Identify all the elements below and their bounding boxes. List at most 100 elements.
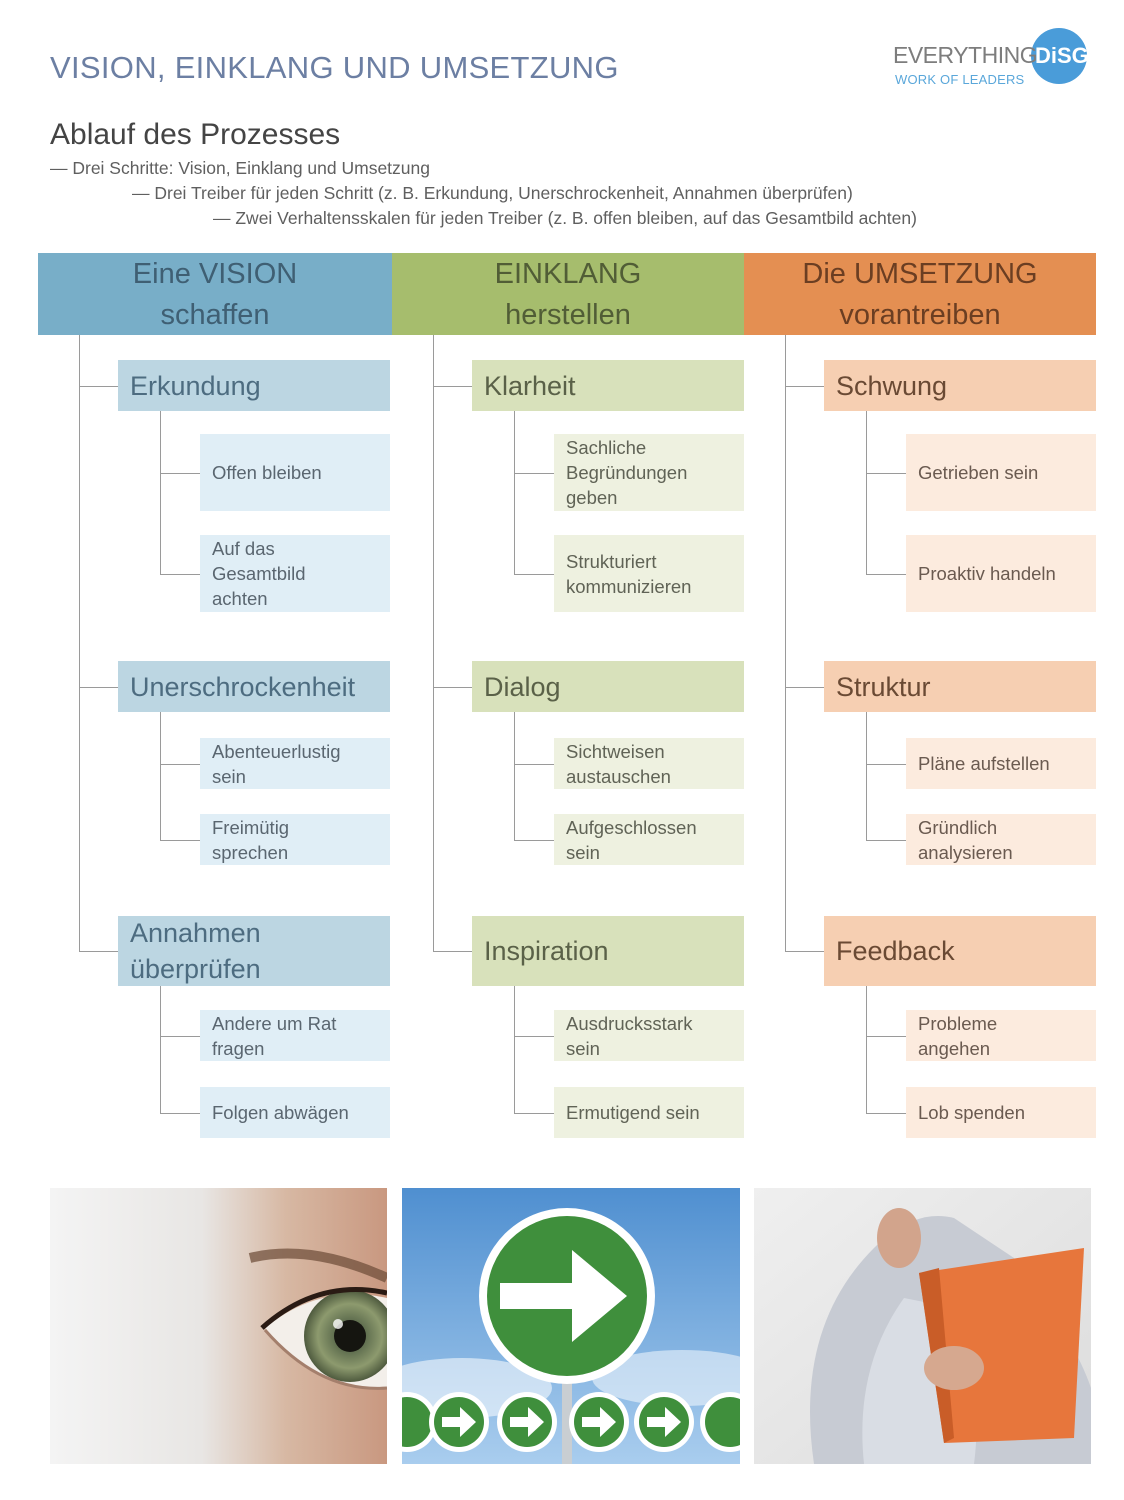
connector-leaf [160, 472, 200, 474]
process-heading: Ablauf des Prozesses [50, 118, 341, 151]
connector-leaf [514, 472, 554, 474]
connector-sub [866, 712, 867, 840]
connector-sub [514, 712, 515, 840]
text-line: Ausdrucksstark [566, 1012, 693, 1034]
text-line: Gesamtbild [212, 563, 306, 584]
text-line: sein [566, 841, 600, 863]
connector-trunk [785, 335, 786, 951]
text-line: achten [212, 588, 268, 609]
connector-sub [866, 986, 867, 1113]
text-line: Schwung [836, 370, 948, 401]
text-line: Offen bleiben [212, 462, 322, 483]
everything-disc-logo: EVERYTHING DiSG WORK OF LEADERS [893, 28, 1098, 90]
text-line: Inspiration [484, 936, 609, 966]
intro-bullet-1: — Drei Schritte: Vision, Einklang und Um… [50, 158, 430, 178]
text-line: Begründungen [566, 462, 688, 483]
text-line: Getrieben sein [918, 462, 1039, 483]
text-line: Freimütig [212, 816, 290, 838]
text-line: Erkundung [130, 370, 261, 401]
behavior-einklang-3-2: Ermutigend sein [554, 1087, 744, 1138]
text-line: Pläne aufstellen [918, 753, 1050, 774]
intro-bullet-2: — Drei Treiber für jeden Schritt (z. B. … [132, 183, 853, 203]
connector-sub [514, 986, 515, 1113]
behavior-vision-2-2: Freimütig sprechen [200, 814, 390, 865]
column-header-line: EINKLANG [494, 258, 642, 290]
connector-leaf [866, 763, 906, 765]
connector-leaf [866, 472, 906, 474]
text-line: Annahmen [130, 918, 261, 948]
behavior-vision-3-2: Folgen abwägen [200, 1087, 390, 1138]
text-line: Struktur [836, 671, 931, 702]
connector-sub [866, 411, 867, 574]
connector-leaf [160, 763, 200, 765]
column-header-umsetzung: Die UMSETZUNG vorantreiben [744, 253, 1096, 335]
connector-leaf [514, 573, 554, 575]
column-header-line: Die UMSETZUNG [802, 258, 1038, 290]
behavior-vision-1-1: Offen bleiben [200, 434, 390, 511]
text-line: Feedback [836, 936, 955, 966]
driver-vision-1: Erkundung [118, 360, 390, 411]
driver-umsetzung-1: Schwung [824, 360, 1096, 411]
text-line: Strukturiert [566, 550, 657, 572]
driver-einklang-1: Klarheit [472, 360, 744, 411]
connector-leaf [866, 1035, 906, 1037]
connector-leaf [866, 573, 906, 575]
column-header-line: schaffen [160, 299, 270, 331]
connector-sub [160, 986, 161, 1113]
driver-umsetzung-2: Struktur [824, 661, 1096, 712]
behavior-einklang-2-1: Sichtweisen austauschen [554, 738, 744, 789]
text-line: Sichtweisen [566, 740, 665, 762]
text-line: Proaktiv handeln [918, 563, 1056, 584]
connector-branch [433, 686, 472, 688]
connector-branch [433, 951, 472, 952]
text-line: fragen [212, 1037, 265, 1059]
page-title: VISION, EINKLANG UND UMSETZUNG [50, 50, 619, 85]
text-line: geben [566, 487, 618, 508]
column-header-line: Eine VISION [132, 258, 298, 290]
connector-leaf [866, 839, 906, 841]
text-line: analysieren [918, 841, 1013, 863]
text-line: sein [212, 765, 246, 787]
connector-trunk [79, 335, 80, 951]
behavior-umsetzung-2-1: Pläne aufstellen [906, 738, 1096, 789]
driver-einklang-2: Dialog [472, 661, 744, 712]
eye-photo [50, 1188, 387, 1464]
text-line: Probleme [918, 1012, 998, 1034]
column-header-line: vorantreiben [839, 299, 1001, 331]
behavior-umsetzung-1-2: Proaktiv handeln [906, 535, 1096, 612]
text-line: sprechen [212, 841, 289, 863]
connector-leaf [514, 1112, 554, 1114]
connector-leaf [160, 1035, 200, 1037]
connector-leaf [160, 573, 200, 575]
driver-umsetzung-3: Feedback [824, 916, 1096, 986]
text-line: Ermutigend sein [566, 1102, 700, 1123]
connector-branch [433, 385, 472, 387]
text-line: Lob spenden [918, 1102, 1025, 1123]
text-line: austauschen [566, 765, 671, 787]
text-line: Gründlich [918, 816, 998, 838]
text-line: Folgen abwägen [212, 1102, 349, 1123]
connector-branch [79, 686, 118, 688]
column-header-einklang: EINKLANG herstellen [392, 253, 744, 335]
intro-bullet-3: — Zwei Verhaltensskalen für jeden Treibe… [213, 208, 917, 228]
connector-sub [160, 712, 161, 840]
connector-leaf [866, 1112, 906, 1114]
column-header-line: herstellen [505, 299, 631, 331]
text-line: sein [566, 1037, 600, 1059]
disc-badge-circle [1031, 28, 1087, 84]
connector-branch [785, 951, 824, 952]
behavior-umsetzung-3-2: Lob spenden [906, 1087, 1096, 1138]
behavior-einklang-3-1: Ausdrucksstark sein [554, 1010, 744, 1061]
text-line: Sachliche [566, 437, 647, 458]
connector-branch [785, 686, 824, 688]
connector-trunk [433, 335, 434, 951]
driver-einklang-3: Inspiration [472, 916, 744, 986]
logo-badge-text: DiSG [1035, 43, 1089, 68]
